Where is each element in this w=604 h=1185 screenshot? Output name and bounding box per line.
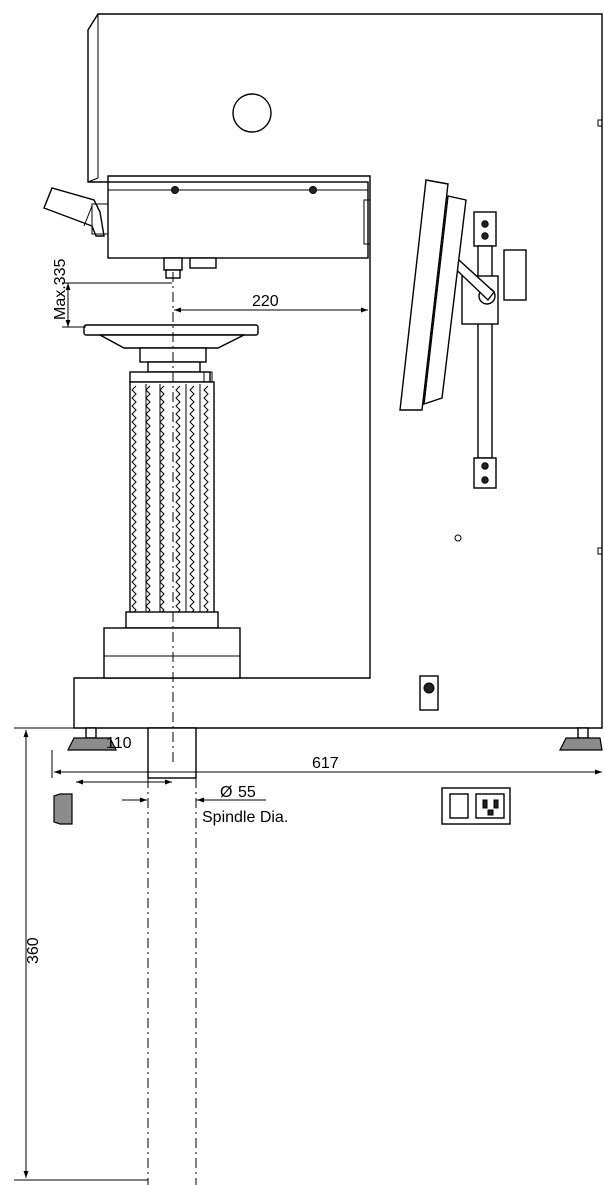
dim-base-offset: 110 bbox=[76, 735, 172, 785]
side-knob bbox=[53, 793, 73, 825]
head-screw-icon bbox=[171, 186, 179, 194]
dim-spindle-diameter: Ø 55 Spindle Dia. bbox=[122, 784, 288, 826]
anvil-table bbox=[83, 324, 259, 383]
dim-overall-width: 617 bbox=[51, 750, 602, 778]
max-height-label: Max.335 bbox=[52, 259, 69, 320]
dim-max-height: Max.335 bbox=[52, 259, 172, 328]
overall-width-label: 617 bbox=[312, 755, 339, 772]
dim-pit-depth: 360 bbox=[14, 727, 148, 1181]
pit-depth-label: 360 bbox=[25, 937, 42, 964]
diameter-symbol: Ø bbox=[220, 784, 232, 801]
base-offset-label: 110 bbox=[106, 735, 132, 752]
connector-icon bbox=[423, 682, 435, 694]
spindle-dia-value: 55 bbox=[238, 784, 256, 801]
leveling-feet bbox=[67, 727, 603, 751]
head-screw-icon bbox=[309, 186, 317, 194]
base-controls bbox=[53, 534, 511, 825]
touchscreen-panel bbox=[399, 179, 449, 411]
dim-throat-depth: 220 bbox=[174, 293, 368, 313]
elevating-screw-bellows bbox=[125, 381, 219, 647]
power-switch-icon bbox=[449, 793, 469, 819]
touchscreen-arm bbox=[399, 179, 527, 489]
indicator-lamp-icon bbox=[232, 93, 272, 133]
spindle bbox=[147, 727, 197, 779]
spindle-dia-caption: Spindle Dia. bbox=[202, 809, 288, 826]
head-housing bbox=[43, 181, 371, 279]
screw-hole-icon bbox=[454, 534, 462, 542]
throat-depth-label: 220 bbox=[252, 293, 279, 310]
screw-base bbox=[103, 627, 241, 679]
